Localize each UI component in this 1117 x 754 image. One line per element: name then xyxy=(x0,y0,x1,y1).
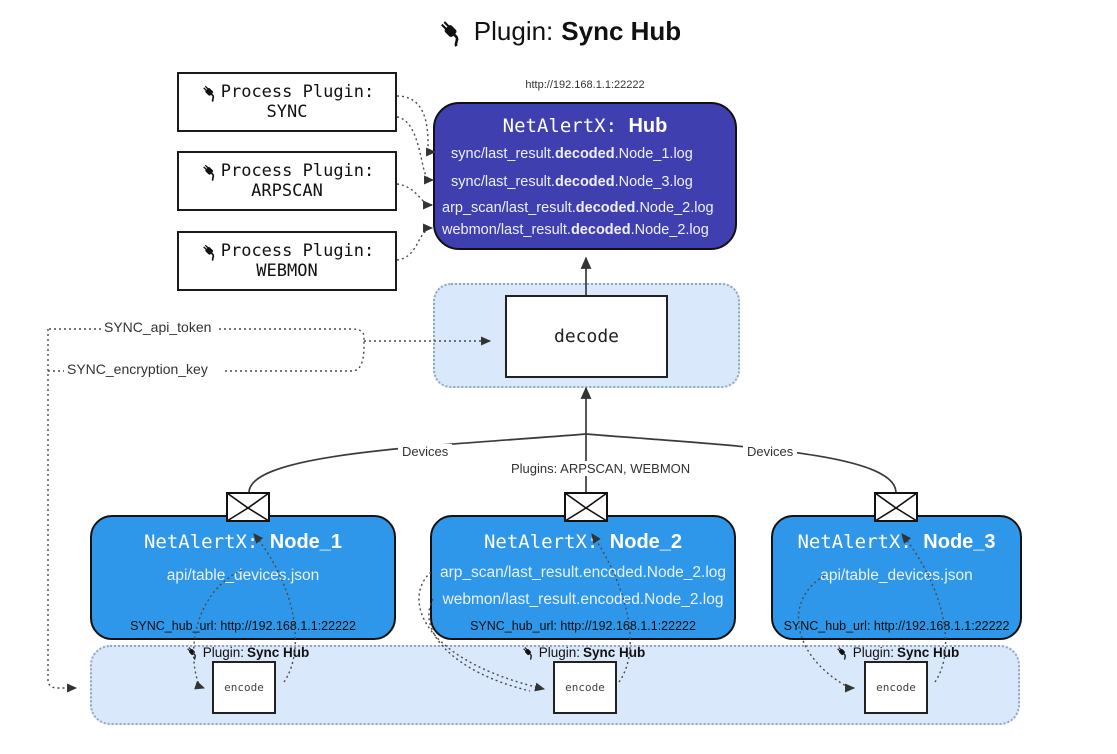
node-hub-url: SYNC_hub_url: http://192.168.1.1:22222 xyxy=(470,619,696,633)
sync-encryption-key-label: SYNC_encryption_key xyxy=(64,361,211,377)
edge-api-token xyxy=(219,328,365,341)
envelope-icon xyxy=(564,492,608,522)
node-title: NetAlertX: Node_1 xyxy=(143,531,343,553)
node-line: api/table_devices.json xyxy=(820,567,973,584)
edge-label-plugins: Plugins: ARPSCAN, WEBMON xyxy=(507,461,695,476)
plug-icon xyxy=(187,647,196,660)
process-plugin-name: SYNC xyxy=(266,102,308,122)
process-plugin-name: WEBMON xyxy=(256,261,318,281)
process-plugin-box-sync: Process Plugin: SYNC xyxy=(177,72,397,132)
hub-entry: sync/last_result.decoded.Node_1.log xyxy=(451,146,693,162)
decode-box: decode xyxy=(505,295,668,378)
hub-url-label: http://192.168.1.1:22222 xyxy=(525,79,645,91)
process-plugin-box-webmon: Process Plugin: WEBMON xyxy=(177,231,397,291)
diagram-title: Plugin: Sync Hub xyxy=(0,16,1117,47)
edge-settings-to-encode-band xyxy=(47,329,78,693)
node-line: arp_scan/last_result.encoded.Node_2.log xyxy=(439,564,727,581)
node1-box: NetAlertX: Node_1 api/table_devices.json… xyxy=(90,515,396,640)
title-prefix: Plugin: xyxy=(473,16,554,46)
encode-box: encode xyxy=(864,661,928,714)
encode-box: encode xyxy=(553,661,617,714)
node-line: webmon/last_result.encoded.Node_2.log xyxy=(442,591,724,608)
edge-label-devices-right: Devices xyxy=(743,444,798,459)
edge-encryption-key xyxy=(225,341,365,372)
edge-label-devices-left: Devices xyxy=(398,444,453,459)
encode-plugin-label: Plugin: Sync Hub xyxy=(185,645,309,660)
encode-plugin-label: Plugin: Sync Hub xyxy=(835,645,959,660)
hub-title: NetAlertX: Hub xyxy=(435,115,735,138)
node-title: NetAlertX: Node_3 xyxy=(797,531,996,553)
process-plugin-box-arpscan: Process Plugin: ARPSCAN xyxy=(177,151,397,211)
hub-entry: arp_scan/last_result.decoded.Node_2.log xyxy=(442,200,714,216)
edge-sync-to-hub1 xyxy=(396,95,437,157)
sync-api-token-label: SYNC_api_token xyxy=(101,319,215,335)
process-plugin-label: Process Plugin: xyxy=(220,241,375,261)
plug-icon xyxy=(440,20,459,47)
plug-icon xyxy=(837,647,846,660)
title-name: Sync Hub xyxy=(561,16,682,46)
envelope-icon xyxy=(874,492,918,522)
hub-entry: sync/last_result.decoded.Node_3.log xyxy=(451,174,693,190)
envelope-icon xyxy=(226,492,270,522)
plug-icon xyxy=(202,164,214,181)
hub-entry: webmon/last_result.decoded.Node_2.log xyxy=(442,222,709,238)
decode-label: decode xyxy=(553,326,620,347)
process-plugin-label: Process Plugin: xyxy=(220,161,375,181)
process-plugin-label: Process Plugin: xyxy=(220,82,375,102)
plug-icon xyxy=(523,647,532,660)
node-hub-url: SYNC_hub_url: http://192.168.1.1:22222 xyxy=(783,619,1010,633)
node-title: NetAlertX: Node_2 xyxy=(483,531,683,553)
node-hub-url: SYNC_hub_url: http://192.168.1.1:22222 xyxy=(130,619,356,633)
plug-icon xyxy=(202,244,214,261)
encode-box: encode xyxy=(212,661,276,714)
node2-box: NetAlertX: Node_2 arp_scan/last_result.e… xyxy=(430,515,736,640)
process-plugin-name: ARPSCAN xyxy=(251,181,323,201)
hub-title-name: Hub xyxy=(628,115,668,137)
edge-arpscan-to-hub xyxy=(396,183,434,210)
plug-icon xyxy=(202,85,214,102)
node-line: api/table_devices.json xyxy=(166,567,320,584)
hub-title-prefix: NetAlertX: xyxy=(502,115,618,137)
node3-box: NetAlertX: Node_3 api/table_devices.json… xyxy=(771,515,1022,640)
encode-plugin-label: Plugin: Sync Hub xyxy=(521,645,645,660)
hub-box: NetAlertX: Hub sync/last_result.decoded.… xyxy=(433,102,737,250)
edge-webmon-to-hub xyxy=(396,223,434,261)
edge-sync-to-hub2 xyxy=(396,116,435,185)
